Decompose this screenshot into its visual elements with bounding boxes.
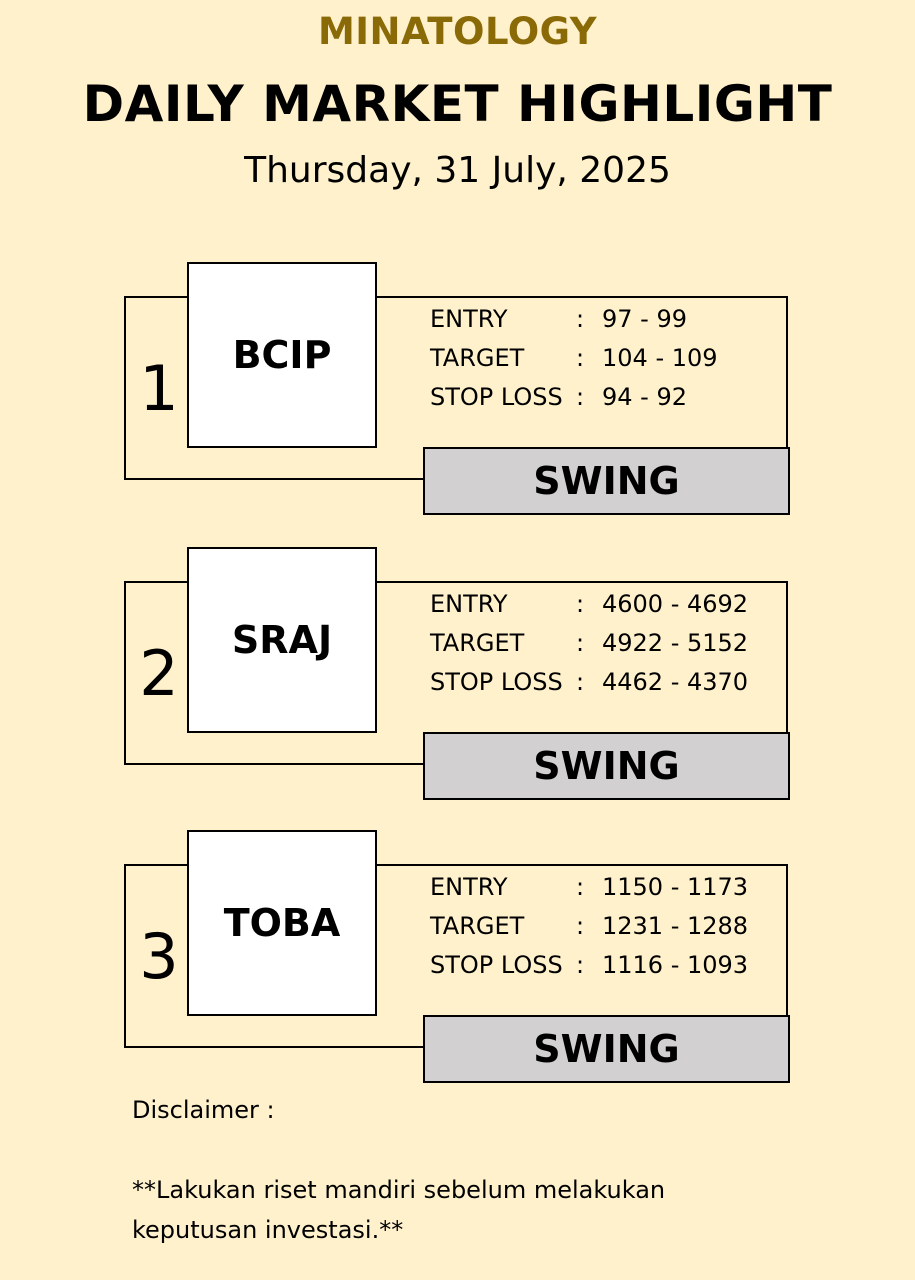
separator: :	[576, 344, 585, 372]
strategy-badge: SWING	[423, 447, 790, 515]
strategy-label: SWING	[533, 744, 680, 788]
stock-pick-card: 1 BCIP ENTRY:97 - 99 TARGET:104 - 109 ST…	[0, 262, 915, 522]
target-row: TARGET:1231 - 1288	[430, 907, 748, 946]
report-date: Thursday, 31 July, 2025	[244, 150, 671, 191]
target-value: 104 - 109	[602, 344, 718, 372]
stock-pick-card: 3 TOBA ENTRY:1150 - 1173 TARGET:1231 - 1…	[0, 830, 915, 1090]
entry-row: ENTRY:97 - 99	[430, 300, 718, 339]
stop-loss-value: 94 - 92	[602, 383, 687, 411]
stop-loss-label: STOP LOSS	[430, 383, 563, 411]
disclaimer: Disclaimer : **Lakukan riset mandiri seb…	[132, 1090, 665, 1250]
strategy-badge: SWING	[423, 732, 790, 800]
disclaimer-text-line-1: **Lakukan riset mandiri sebelum melakuka…	[132, 1176, 666, 1204]
stop-loss-row: STOP LOSS:4462 - 4370	[430, 663, 748, 702]
disclaimer-label: Disclaimer :	[132, 1096, 275, 1124]
ticker-box: BCIP	[187, 262, 377, 448]
page-title: DAILY MARKET HIGHLIGHT	[82, 75, 833, 133]
entry-value: 4600 - 4692	[602, 590, 749, 618]
entry-row: ENTRY:4600 - 4692	[430, 585, 748, 624]
separator: :	[576, 305, 585, 333]
separator: :	[576, 912, 585, 940]
disclaimer-text-line-2: keputusan investasi.**	[132, 1216, 404, 1244]
disclaimer-spacer	[132, 1130, 665, 1170]
target-label: TARGET	[430, 344, 525, 372]
target-value: 4922 - 5152	[602, 629, 749, 657]
ticker-symbol: SRAJ	[231, 618, 333, 662]
target-value: 1231 - 1288	[602, 912, 749, 940]
entry-row: ENTRY:1150 - 1173	[430, 868, 748, 907]
separator: :	[576, 873, 585, 901]
strategy-label: SWING	[533, 1027, 680, 1071]
stop-loss-value: 1116 - 1093	[602, 951, 749, 979]
entry-value: 97 - 99	[602, 305, 687, 333]
target-row: TARGET:4922 - 5152	[430, 624, 748, 663]
stop-loss-row: STOP LOSS:94 - 92	[430, 378, 718, 417]
stop-loss-label: STOP LOSS	[430, 668, 563, 696]
entry-label: ENTRY	[430, 873, 508, 901]
stop-loss-value: 4462 - 4370	[602, 668, 749, 696]
pick-number: 1	[139, 352, 179, 425]
brand-name: MINATOLOGY	[317, 10, 598, 53]
strategy-badge: SWING	[423, 1015, 790, 1083]
entry-value: 1150 - 1173	[602, 873, 749, 901]
separator: :	[576, 951, 585, 979]
trade-levels: ENTRY:1150 - 1173 TARGET:1231 - 1288 STO…	[430, 868, 748, 985]
separator: :	[576, 629, 585, 657]
separator: :	[576, 668, 585, 696]
separator: :	[576, 590, 585, 618]
separator: :	[576, 383, 585, 411]
stop-loss-label: STOP LOSS	[430, 951, 563, 979]
strategy-label: SWING	[533, 459, 680, 503]
entry-label: ENTRY	[430, 590, 508, 618]
ticker-box: SRAJ	[187, 547, 377, 733]
entry-label: ENTRY	[430, 305, 508, 333]
stop-loss-row: STOP LOSS:1116 - 1093	[430, 946, 748, 985]
target-label: TARGET	[430, 912, 525, 940]
pick-number: 3	[139, 920, 179, 993]
target-row: TARGET:104 - 109	[430, 339, 718, 378]
ticker-box: TOBA	[187, 830, 377, 1016]
ticker-symbol: BCIP	[232, 333, 332, 377]
trade-levels: ENTRY:4600 - 4692 TARGET:4922 - 5152 STO…	[430, 585, 748, 702]
trade-levels: ENTRY:97 - 99 TARGET:104 - 109 STOP LOSS…	[430, 300, 718, 417]
stock-pick-card: 2 SRAJ ENTRY:4600 - 4692 TARGET:4922 - 5…	[0, 547, 915, 807]
ticker-symbol: TOBA	[223, 901, 341, 945]
pick-number: 2	[139, 637, 179, 710]
target-label: TARGET	[430, 629, 525, 657]
